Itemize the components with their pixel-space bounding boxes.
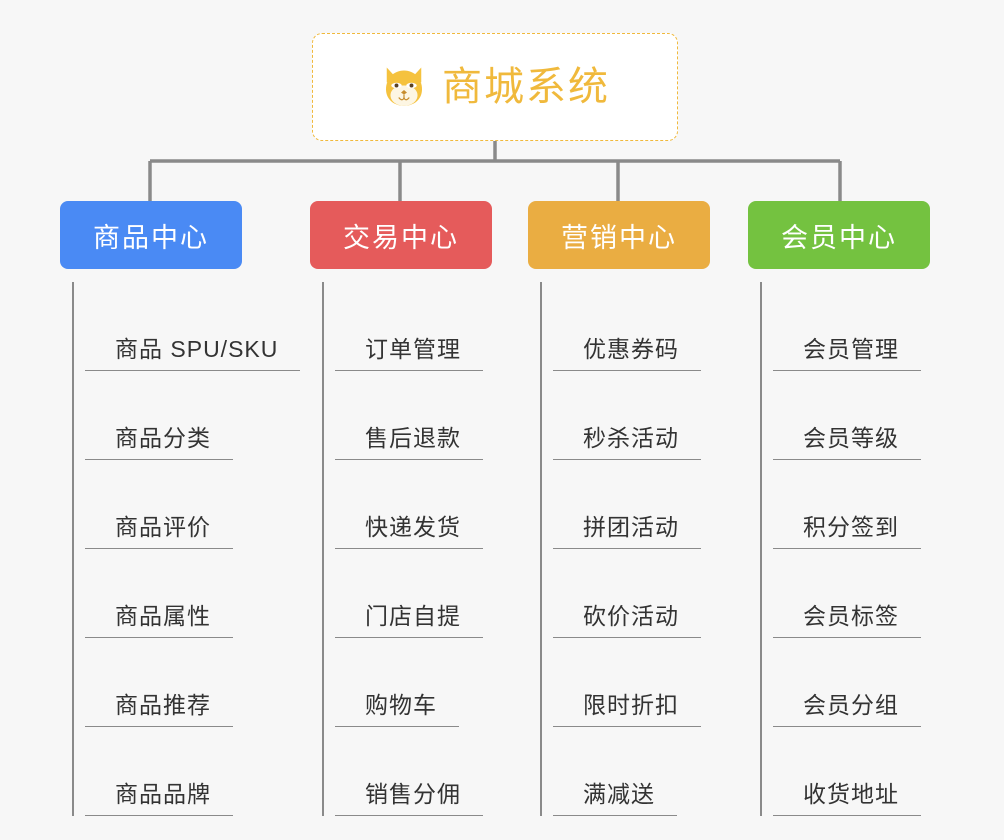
leaf-item[interactable]: 售后退款 [335, 371, 492, 460]
leaf-item[interactable]: 商品分类 [85, 371, 242, 460]
leaf-item-label: 门店自提 [335, 603, 483, 638]
leaf-item-label: 商品品牌 [85, 781, 233, 816]
leaf-item[interactable]: 砍价活动 [553, 549, 710, 638]
branch-header-label: 会员中心 [781, 222, 897, 253]
leaf-item[interactable]: 商品评价 [85, 460, 242, 549]
leaf-item-label: 商品分类 [85, 425, 233, 460]
branch-header-label: 营销中心 [561, 222, 677, 253]
branch-items-product: 商品 SPU/SKU 商品分类 商品评价 商品属性 商品推荐 商品品牌 [72, 282, 301, 816]
leaf-item[interactable]: 优惠券码 [553, 282, 710, 371]
branch-column-product: 商品中心 商品 SPU/SKU 商品分类 商品评价 商品属性 商品推荐 商品品牌 [60, 201, 301, 816]
leaf-item[interactable]: 会员分组 [773, 638, 930, 727]
branch-column-member: 会员中心 会员管理 会员等级 积分签到 会员标签 会员分组 收货地址 [748, 201, 930, 816]
leaf-item[interactable]: 商品推荐 [85, 638, 242, 727]
leaf-item[interactable]: 会员等级 [773, 371, 930, 460]
leaf-item-label: 售后退款 [335, 425, 483, 460]
leaf-item-label: 商品推荐 [85, 692, 233, 727]
leaf-item-label: 满减送 [553, 781, 677, 816]
branch-items-trade: 订单管理 售后退款 快递发货 门店自提 购物车 销售分佣 [322, 282, 492, 816]
leaf-item-label: 优惠券码 [553, 336, 701, 371]
leaf-item[interactable]: 拼团活动 [553, 460, 710, 549]
root-node-label: 商城系统 [442, 65, 610, 109]
leaf-item-label: 秒杀活动 [553, 425, 701, 460]
leaf-item-label: 购物车 [335, 692, 459, 727]
branch-column-marketing: 营销中心 优惠券码 秒杀活动 拼团活动 砍价活动 限时折扣 满减送 [528, 201, 710, 816]
branch-header-product[interactable]: 商品中心 [60, 201, 242, 269]
branch-header-trade[interactable]: 交易中心 [310, 201, 492, 269]
leaf-item-label: 收货地址 [773, 781, 921, 816]
branch-header-marketing[interactable]: 营销中心 [528, 201, 710, 269]
leaf-item-label: 商品 SPU/SKU [85, 336, 301, 371]
leaf-item[interactable]: 商品品牌 [85, 727, 242, 816]
leaf-item[interactable]: 会员标签 [773, 549, 930, 638]
branch-header-label: 商品中心 [93, 222, 209, 253]
leaf-item[interactable]: 会员管理 [773, 282, 930, 371]
leaf-item-label: 积分签到 [773, 514, 921, 549]
leaf-item[interactable]: 秒杀活动 [553, 371, 710, 460]
leaf-item[interactable]: 销售分佣 [335, 727, 492, 816]
leaf-item[interactable]: 积分签到 [773, 460, 930, 549]
branch-column-trade: 交易中心 订单管理 售后退款 快递发货 门店自提 购物车 销售分佣 [310, 201, 492, 816]
leaf-item-label: 拼团活动 [553, 514, 701, 549]
leaf-item-label: 会员管理 [773, 336, 921, 371]
leaf-item[interactable]: 商品属性 [85, 549, 242, 638]
leaf-item[interactable]: 商品 SPU/SKU [85, 282, 301, 371]
branch-header-label: 交易中心 [343, 222, 459, 253]
shiba-dog-face-icon [386, 67, 422, 106]
leaf-item-label: 商品属性 [85, 603, 233, 638]
branch-header-member[interactable]: 会员中心 [748, 201, 930, 269]
leaf-item[interactable]: 限时折扣 [553, 638, 710, 727]
leaf-item-label: 商品评价 [85, 514, 233, 549]
leaf-item[interactable]: 购物车 [335, 638, 492, 727]
leaf-item[interactable]: 订单管理 [335, 282, 492, 371]
leaf-item-label: 会员等级 [773, 425, 921, 460]
leaf-item[interactable]: 快递发货 [335, 460, 492, 549]
leaf-item-label: 快递发货 [335, 514, 483, 549]
branch-items-marketing: 优惠券码 秒杀活动 拼团活动 砍价活动 限时折扣 满减送 [540, 282, 710, 816]
leaf-item-label: 会员分组 [773, 692, 921, 727]
leaf-item-label: 订单管理 [335, 336, 483, 371]
leaf-item[interactable]: 收货地址 [773, 727, 930, 816]
leaf-item[interactable]: 门店自提 [335, 549, 492, 638]
leaf-item-label: 会员标签 [773, 603, 921, 638]
root-node[interactable]: 商城系统 [312, 33, 678, 141]
leaf-item-label: 限时折扣 [553, 692, 701, 727]
branch-items-member: 会员管理 会员等级 积分签到 会员标签 会员分组 收货地址 [760, 282, 930, 816]
leaf-item[interactable]: 满减送 [553, 727, 710, 816]
leaf-item-label: 砍价活动 [553, 603, 701, 638]
leaf-item-label: 销售分佣 [335, 781, 483, 816]
